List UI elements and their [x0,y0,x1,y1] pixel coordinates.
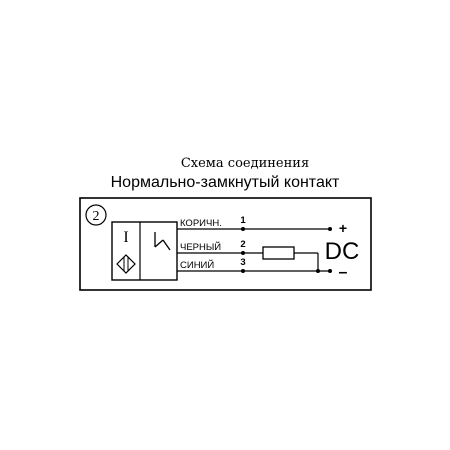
diagram-title: Схема соединения [180,156,310,171]
supply-type-label: DC [325,238,360,265]
outer-frame [79,197,372,291]
wire-3-color-label: СИНИЙ [180,259,214,271]
sensor-body [111,221,178,281]
inductive-sensor-icon [116,254,136,274]
wire-1-pin-number: 1 [240,215,246,226]
wire-3 [177,269,332,273]
wire-2-color-label: ЧЕРНЫЙ [180,241,221,253]
scheme-number: 2 [93,209,100,224]
wire-1-color-label: КОРИЧН. [180,218,222,229]
diagram-subtitle: Нормально-замкнутый контакт [110,174,340,191]
wire-3-pin-number: 3 [240,257,245,268]
supply-positive-label: + [339,220,347,236]
wire-2 [177,251,263,255]
scheme-number-circle [85,204,107,226]
wire-2-pin-number: 2 [240,239,245,250]
wire-1 [177,227,332,231]
sensor-symbol: I [123,229,128,246]
nc-contact-icon [154,232,171,251]
load-resistor [262,246,295,260]
supply-negative-label: – [339,264,348,281]
